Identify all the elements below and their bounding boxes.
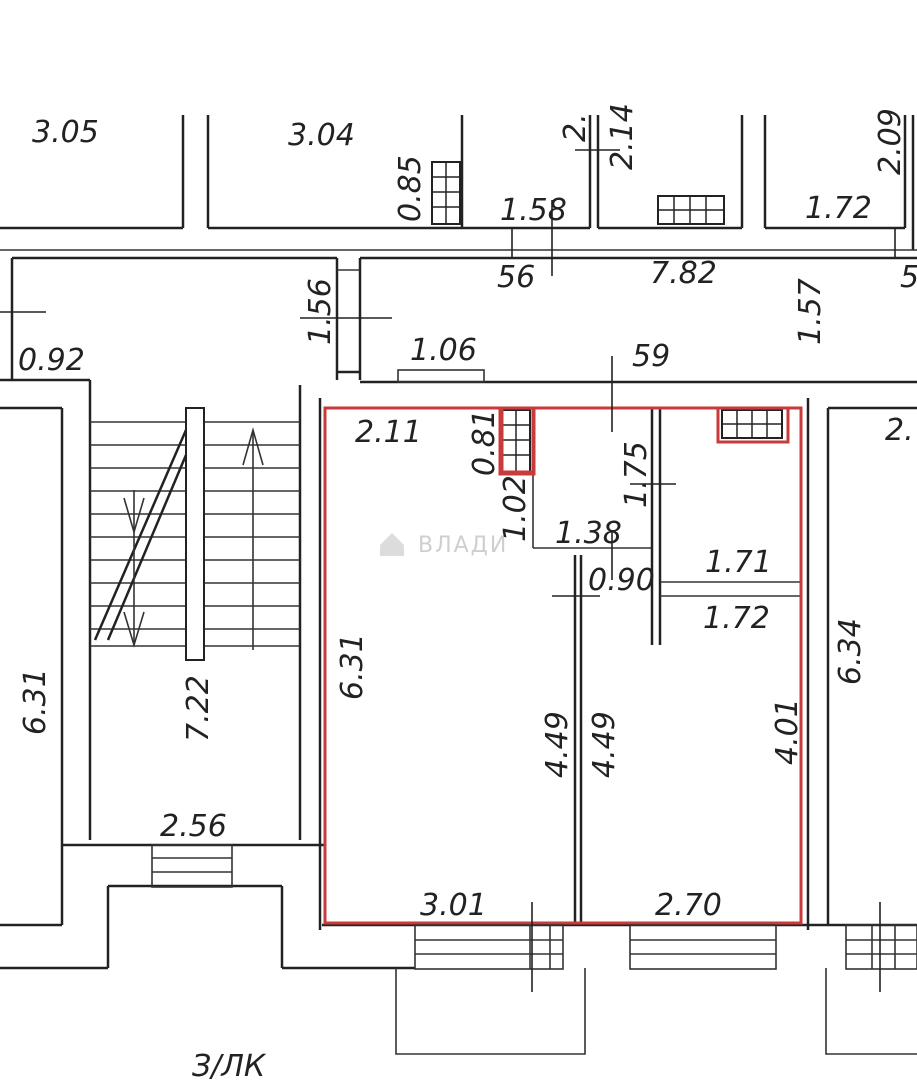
entry-step [151, 844, 233, 888]
dim-label: 1.71 [705, 545, 772, 580]
windows-bottom [395, 924, 917, 1055]
dim-label: 1.58 [500, 193, 567, 228]
dim-label: 0.81 [467, 409, 502, 476]
watermark: ВЛАДИ [380, 533, 508, 558]
dimension-ticks [0, 120, 896, 992]
dim-label: 1.75 [619, 441, 654, 508]
dim-label: 4.49 [540, 711, 575, 778]
dim-label: 1.72 [703, 601, 770, 636]
dim-label: 6.31 [335, 633, 370, 700]
vent-shaft-top-right [657, 195, 725, 225]
right-walls [826, 406, 917, 925]
dim-label: 3.05 [32, 115, 99, 150]
dim-label: 56 [497, 260, 535, 295]
dim-label: 4.01 [770, 698, 805, 765]
dim-label: 2.14 [605, 103, 640, 170]
corridor-walls [0, 256, 917, 384]
dim-label: 3.04 [288, 118, 355, 153]
top-walls [0, 115, 917, 251]
dim-label: 0.85 [393, 155, 428, 222]
vent-outline-right [716, 406, 790, 444]
dim-label: 1.56 [303, 278, 338, 345]
dim-label: 2.11 [355, 415, 422, 450]
vent-outline-left [498, 406, 536, 476]
dim-label: 6.31 [18, 668, 53, 735]
dim-label: 7.22 [181, 675, 216, 742]
dim-label: 1.57 [793, 278, 828, 345]
watermark-text: ВЛАДИ [418, 533, 508, 558]
dim-label: 1.72 [805, 191, 872, 226]
dim-label: 0.92 [18, 343, 85, 378]
apartment-vents [501, 409, 783, 473]
dim-label: 6.34 [833, 618, 868, 685]
dim-label: 4.49 [587, 711, 622, 778]
dim-label: 7.82 [650, 256, 717, 291]
dim-label: 2. [558, 113, 593, 142]
dim-label: 5 [900, 260, 917, 295]
dim-label: 2.09 [873, 108, 908, 175]
dim-label: 1.06 [410, 333, 477, 368]
dim-label: 59 [632, 339, 670, 374]
dim-label: 2. [885, 413, 914, 448]
dim-label: 2.70 [655, 888, 722, 923]
dim-label: 0.90 [588, 563, 655, 598]
stairs [90, 407, 300, 661]
dim-label: 3.01 [420, 888, 487, 923]
dim-label: 1.38 [555, 516, 622, 551]
corner-label: З/ЛК [192, 1049, 267, 1080]
apartment-outline [323, 406, 803, 925]
dim-label: 2.56 [160, 809, 227, 844]
dim-label: 1.02 [498, 475, 533, 542]
vent-shaft-top-left [431, 161, 461, 225]
